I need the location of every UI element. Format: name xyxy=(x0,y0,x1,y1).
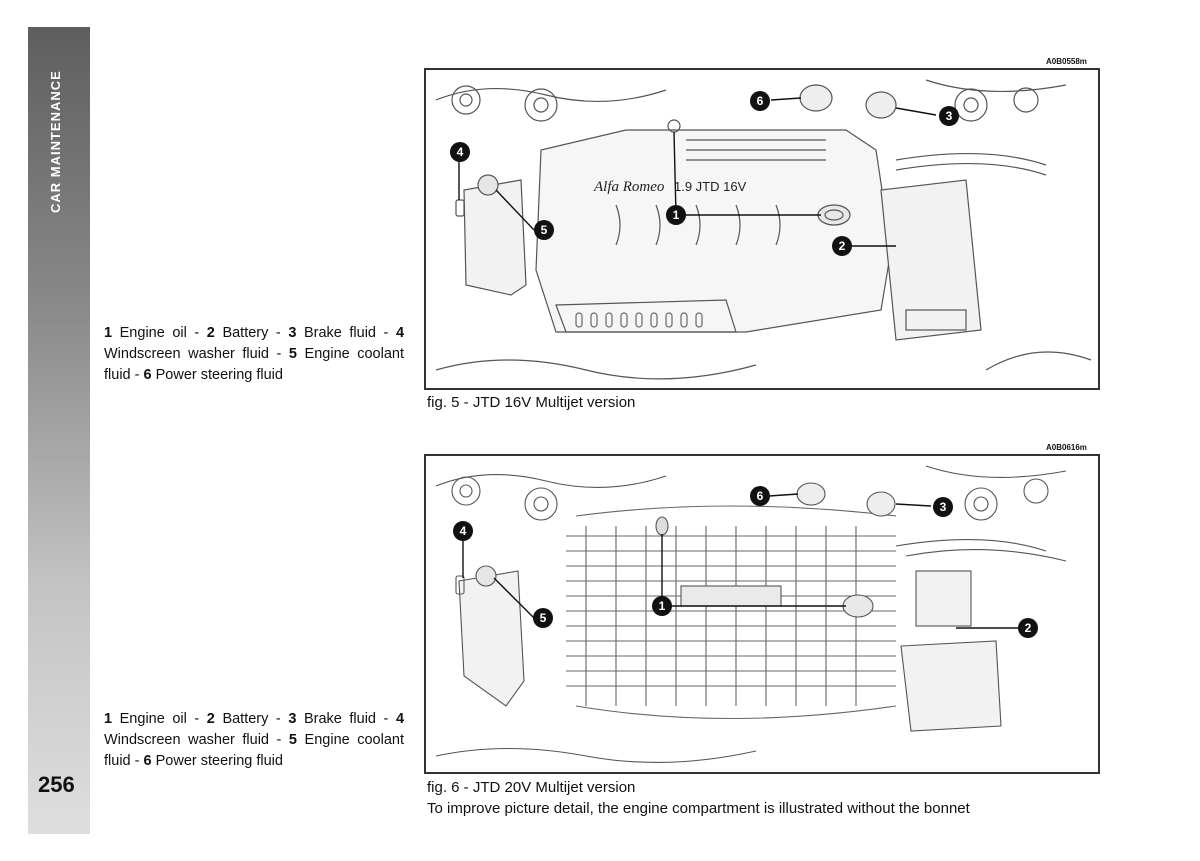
legend-separator: - xyxy=(376,325,396,341)
legend-text: Engine coolant fluid xyxy=(104,346,404,383)
legend-num: 2 xyxy=(206,711,215,727)
figure1-legend: 1 Engine oil - 2 Battery - 3 Brake fluid… xyxy=(104,323,404,386)
legend-text: Battery xyxy=(222,325,269,341)
legend-num: 5 xyxy=(288,346,297,362)
legend-text: Brake fluid xyxy=(303,325,376,341)
legend-num: 1 xyxy=(104,325,113,341)
legend-separator: - xyxy=(130,753,144,769)
page-number: 256 xyxy=(38,772,75,797)
legend-text: Engine oil xyxy=(119,711,187,727)
figure2-caption: fig. 6 - JTD 20V Multijet version xyxy=(427,779,636,796)
callout-4: 4 xyxy=(457,145,464,159)
callout-5: 5 xyxy=(540,611,547,625)
figure2-note: To improve picture detail, the engine co… xyxy=(427,800,970,817)
legend-num: 6 xyxy=(143,753,152,769)
callout-6: 6 xyxy=(757,94,764,108)
callout-3: 3 xyxy=(946,109,953,123)
figure2-legend: 1 Engine oil - 2 Battery - 3 Brake fluid… xyxy=(104,709,404,772)
legend-text: Power steering fluid xyxy=(155,753,283,769)
legend-separator: - xyxy=(269,732,289,748)
callout-3: 3 xyxy=(940,500,947,514)
legend-separator: - xyxy=(268,325,289,341)
legend-num: 4 xyxy=(395,325,405,341)
figure1-drawing: Alfa Romeo 1.9 JTD 16V 1 2 3 4 5 6 xyxy=(435,79,1092,380)
legend-num: 5 xyxy=(288,732,297,748)
figure1-caption: fig. 5 - JTD 16V Multijet version xyxy=(427,394,636,411)
legend-text: Engine oil xyxy=(119,325,187,341)
legend-text: Windscreen washer fluid xyxy=(104,346,269,362)
callout-5: 5 xyxy=(541,223,548,237)
legend-num: 6 xyxy=(143,367,152,383)
callouts: 1 2 3 4 5 6 xyxy=(453,486,1038,638)
legend-num: 1 xyxy=(104,711,113,727)
legend-text: Power steering fluid xyxy=(155,367,283,383)
legend-num: 4 xyxy=(395,711,405,727)
figure2-engine-illustration: 1 2 3 4 5 6 xyxy=(424,454,1100,774)
legend-separator: - xyxy=(269,346,289,362)
legend-text: Windscreen washer fluid xyxy=(104,732,269,748)
callout-2: 2 xyxy=(839,239,846,253)
legend-separator: - xyxy=(376,711,396,727)
figure2-drawing: 1 2 3 4 5 6 xyxy=(435,465,1067,763)
legend-separator: - xyxy=(186,325,207,341)
sidebar-band xyxy=(28,27,90,834)
section-title: CAR MAINTENANCE xyxy=(48,70,63,213)
legend-num: 3 xyxy=(288,711,297,727)
callout-4: 4 xyxy=(460,524,467,538)
figure2-code: A0B0616m xyxy=(1046,443,1087,452)
callout-1: 1 xyxy=(673,208,680,222)
figure1-code: A0B0558m xyxy=(1046,57,1087,66)
callouts: 1 2 3 4 5 6 xyxy=(450,91,959,256)
legend-separator: - xyxy=(130,367,144,383)
callout-2: 2 xyxy=(1025,621,1032,635)
cover-model: 1.9 JTD 16V xyxy=(674,179,747,194)
callout-1: 1 xyxy=(659,599,666,613)
callout-6: 6 xyxy=(757,489,764,503)
legend-num: 2 xyxy=(206,325,215,341)
figure1-engine-illustration: Alfa Romeo 1.9 JTD 16V 1 2 3 4 5 6 xyxy=(424,68,1100,390)
legend-num: 3 xyxy=(288,325,297,341)
legend-text: Engine coolant fluid xyxy=(104,732,404,769)
legend-separator: - xyxy=(186,711,207,727)
legend-separator: - xyxy=(268,711,289,727)
cover-brand: Alfa Romeo xyxy=(593,179,665,195)
legend-text: Battery xyxy=(222,711,269,727)
legend-text: Brake fluid xyxy=(303,711,376,727)
